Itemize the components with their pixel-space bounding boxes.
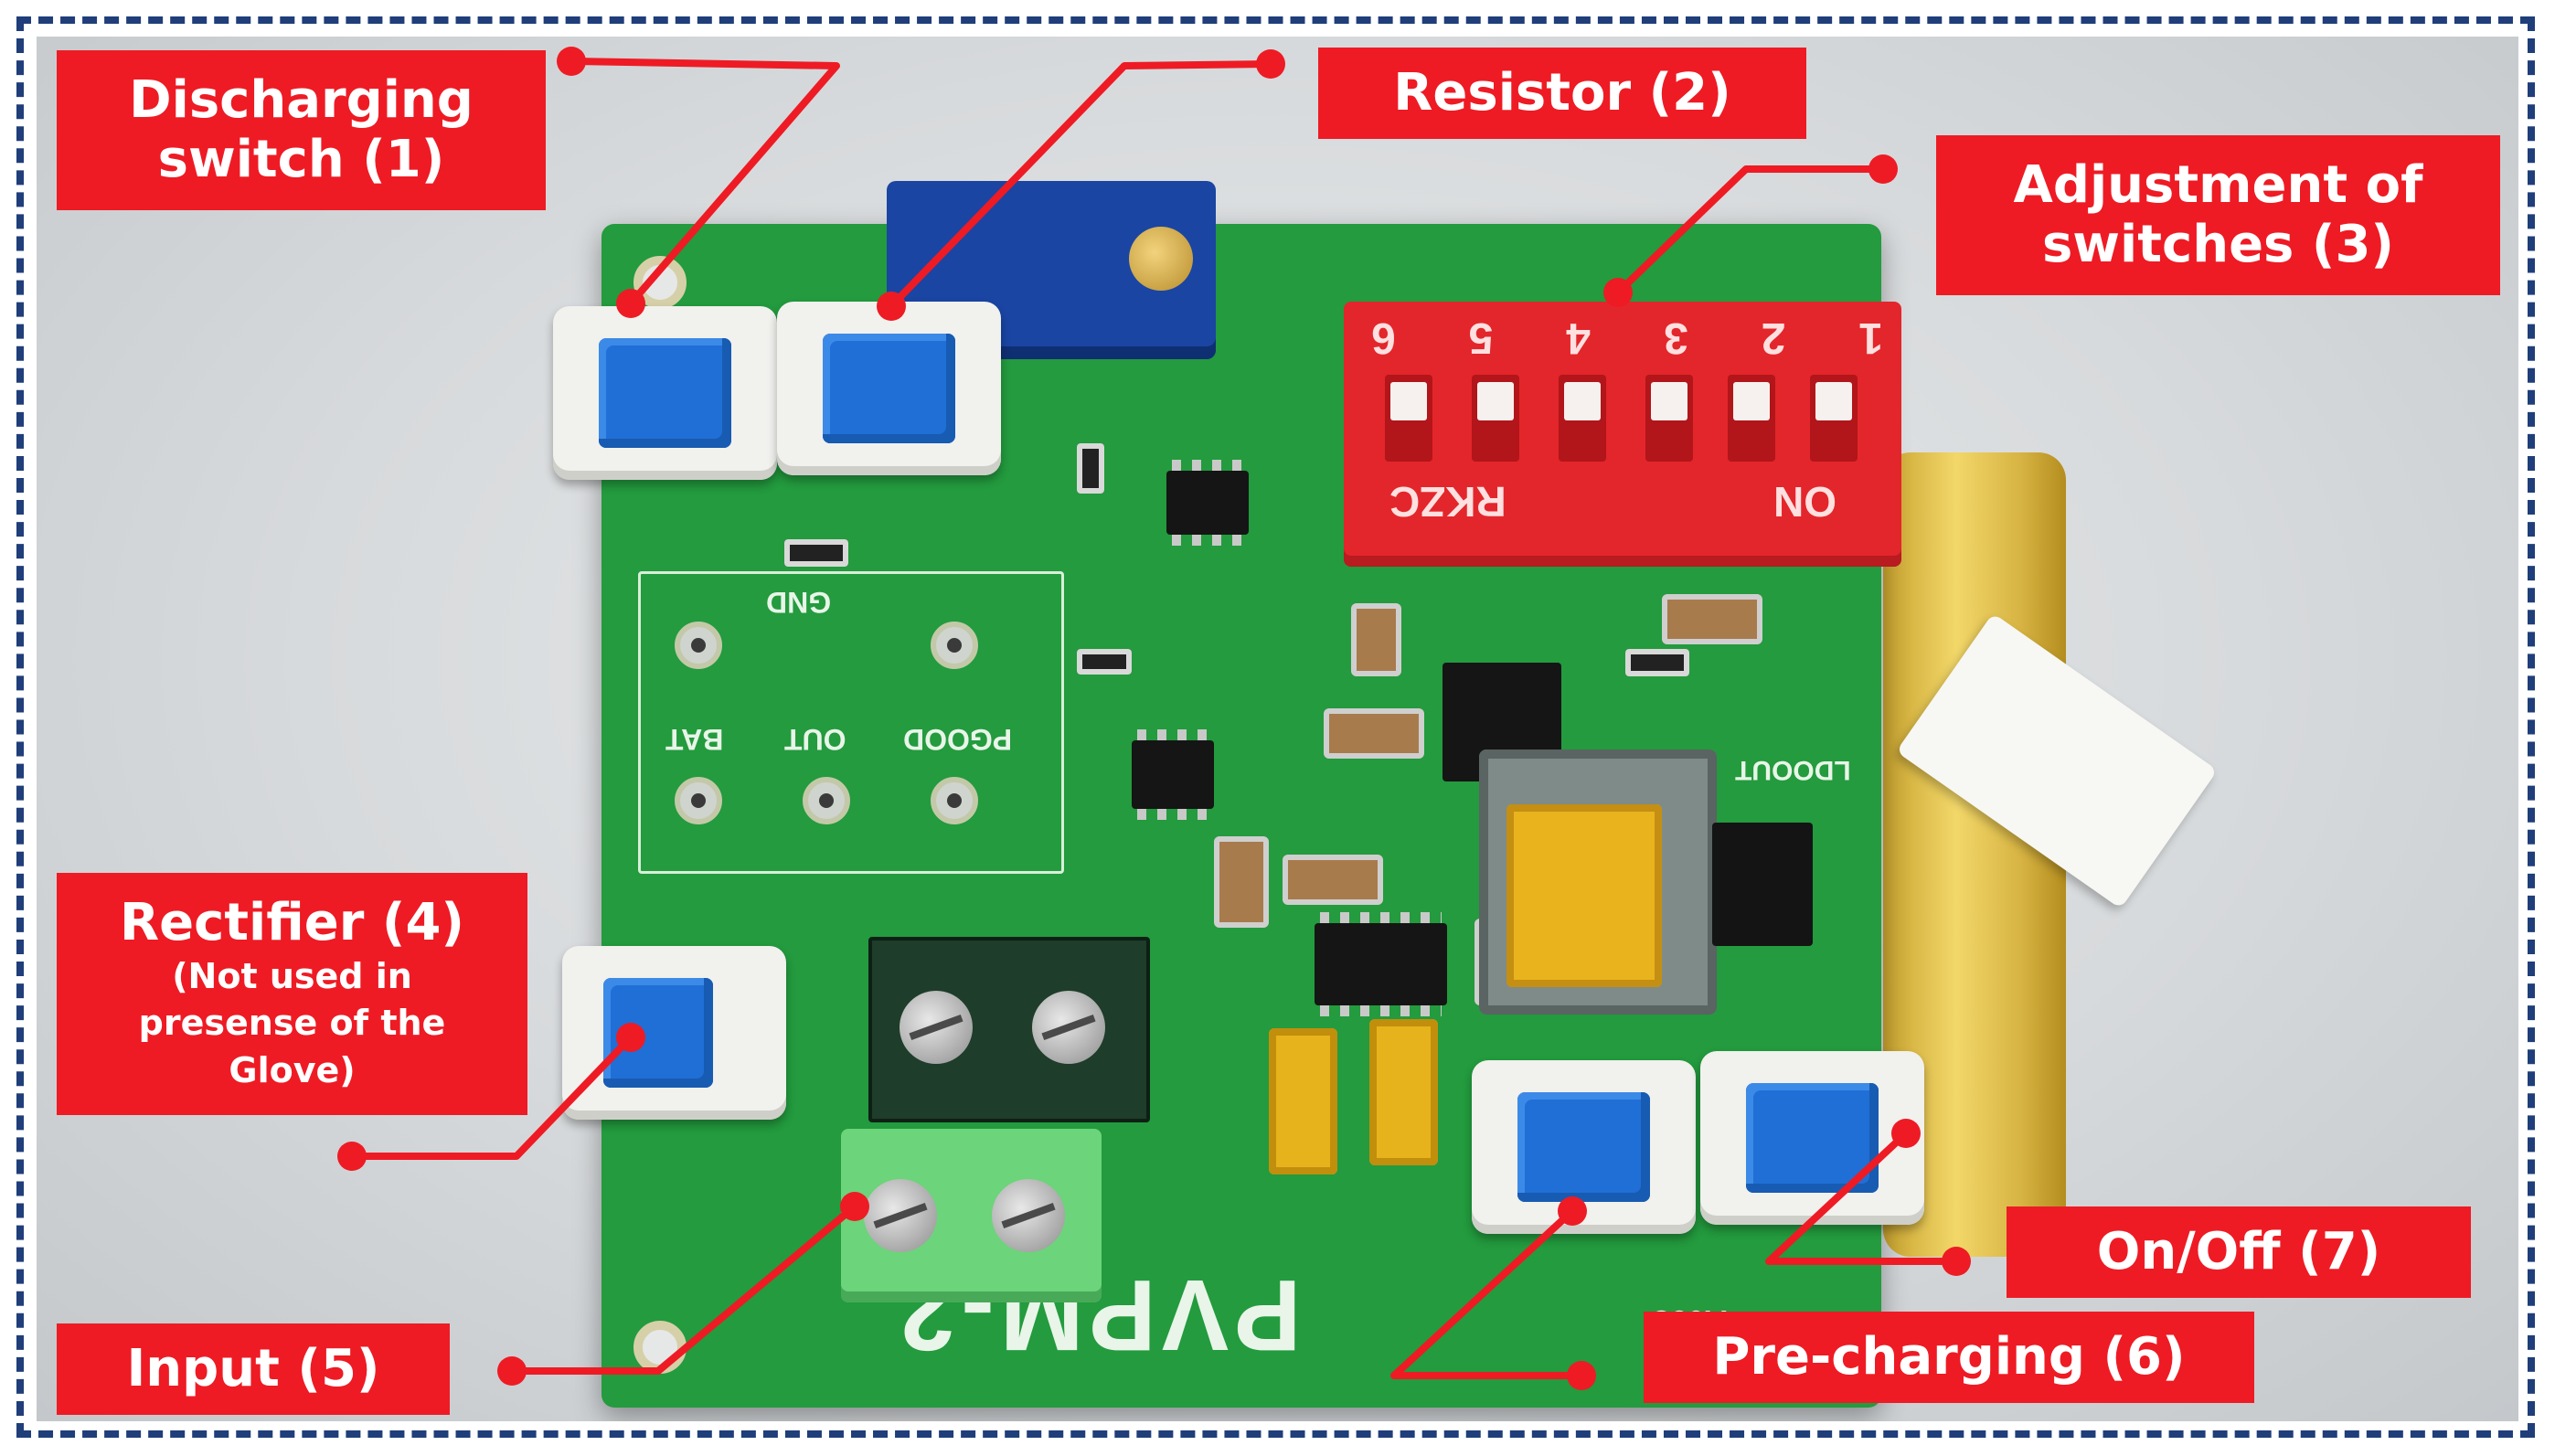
- leader-dot: [840, 1192, 869, 1221]
- leader-dot: [616, 289, 645, 318]
- smd-resistor: [784, 539, 848, 567]
- leader-dot: [1558, 1196, 1587, 1226]
- leader-rectifier: [337, 1023, 645, 1171]
- jumper: [1369, 1019, 1438, 1165]
- switch-cap: [599, 338, 731, 448]
- smd-resistor: [1077, 443, 1104, 494]
- label-line: Adjustment of: [2013, 154, 2423, 215]
- adjustment-switches-label: Adjustment of switches (3): [1936, 135, 2500, 295]
- leader-dot: [1868, 154, 1898, 184]
- leader-dot: [1942, 1247, 1971, 1276]
- label-line: switch (1): [157, 129, 445, 189]
- leader-adjustment: [1603, 154, 1898, 307]
- leader-dot: [337, 1142, 367, 1171]
- pin-header: [1712, 823, 1813, 946]
- switch-cap: [823, 334, 955, 443]
- leader-precharging: [1390, 1196, 1596, 1390]
- label-line: Rectifier (4): [119, 893, 464, 953]
- input-terminal: [841, 1129, 1102, 1302]
- leader-discharging: [557, 47, 840, 318]
- leader-line: [512, 1203, 857, 1375]
- resistor-label: Resistor (2): [1318, 48, 1806, 139]
- leader-line: [570, 58, 840, 306]
- leader-dot: [1256, 49, 1285, 79]
- smd-capacitor: [1351, 603, 1401, 676]
- leader-dot: [1891, 1119, 1921, 1148]
- discharging-switch-label: Discharging switch (1): [57, 50, 546, 210]
- out-pad: [803, 777, 850, 824]
- dip-slot: [1559, 375, 1606, 462]
- rectifier-label: Rectifier (4) (Not used in presense of t…: [57, 873, 527, 1115]
- leader-line: [352, 1035, 633, 1160]
- pgood-pad: [931, 777, 978, 824]
- onoff-switch: [1700, 1051, 1924, 1225]
- leader-dot: [877, 292, 906, 321]
- leader-onoff: [1765, 1119, 1971, 1276]
- terminal-screw: [992, 1179, 1065, 1252]
- dip-slot: [1645, 375, 1693, 462]
- leader-line: [889, 60, 1272, 309]
- smd-capacitor: [1324, 708, 1424, 759]
- ic-chip: [1166, 460, 1249, 546]
- smd-capacitor: [1214, 836, 1269, 928]
- dip-slot: [1472, 375, 1519, 462]
- ic-chip: [1132, 729, 1214, 820]
- leader-dot: [1603, 278, 1633, 307]
- leader-dot: [497, 1356, 527, 1386]
- terminal-screw: [1032, 991, 1105, 1064]
- discharging-switch: [553, 306, 777, 480]
- leader-line: [1615, 165, 1883, 295]
- terminal-screw: [900, 991, 973, 1064]
- rectifier-terminal: [868, 937, 1150, 1122]
- bat-pad: [675, 777, 722, 824]
- leader-dot: [1567, 1361, 1596, 1390]
- dip-slot: [1728, 375, 1775, 462]
- leader-line: [1765, 1131, 1956, 1265]
- resistor-switch: [777, 302, 1001, 475]
- leader-input: [497, 1192, 869, 1386]
- on-off-label: On/Off (7): [2007, 1206, 2471, 1298]
- gnd-pad: [675, 622, 722, 669]
- switch-cap: [1746, 1083, 1879, 1193]
- label-line: Discharging: [129, 69, 474, 130]
- jumper: [1269, 1028, 1337, 1174]
- input-label: Input (5): [57, 1323, 450, 1415]
- dip-slot: [1810, 375, 1858, 462]
- smd-capacitor: [1283, 855, 1383, 905]
- dip-switch: 1 2 3 4 5 6 RKZC ON: [1344, 302, 1901, 567]
- dashed-frame: [16, 16, 2535, 1438]
- smd-capacitor: [1662, 594, 1762, 644]
- smd-resistor: [1625, 649, 1689, 676]
- label-note: presense of the: [138, 1003, 446, 1044]
- switch-cap: [1517, 1092, 1650, 1202]
- smd-resistor: [1077, 649, 1132, 675]
- ic-chip: [1315, 912, 1447, 1016]
- leader-line: [1390, 1208, 1581, 1379]
- leader-dot: [557, 47, 586, 76]
- label-line: switches (3): [2041, 214, 2395, 274]
- terminal-screw: [864, 1179, 937, 1252]
- tantalum-capacitor: [1506, 804, 1662, 987]
- connector-outline: [638, 571, 1064, 874]
- pre-charging-label: Pre-charging (6): [1644, 1312, 2254, 1403]
- gnd-pad: [931, 622, 978, 669]
- dip-slot: [1385, 375, 1432, 462]
- label-note: Glove): [229, 1049, 356, 1090]
- leader-resistor: [877, 49, 1285, 321]
- leader-dot: [616, 1023, 645, 1052]
- label-note: (Not used in: [172, 956, 412, 997]
- pot-screw: [1129, 227, 1193, 291]
